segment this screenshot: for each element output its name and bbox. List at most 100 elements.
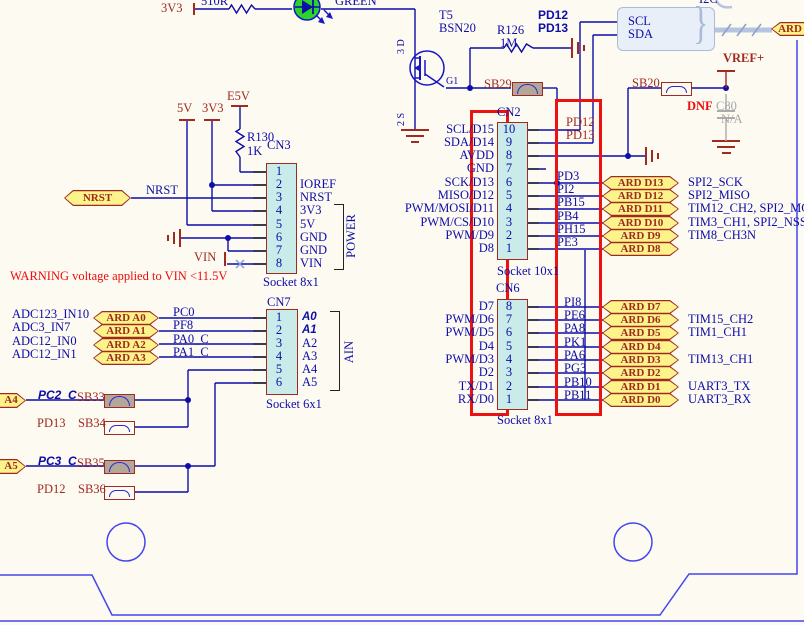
port-ard-d9[interactable]: ARD D9: [602, 229, 679, 243]
solder-bridge-sb34[interactable]: [104, 421, 135, 435]
net-label-pd12: PD12: [566, 115, 595, 129]
cn7-connector-body[interactable]: [266, 309, 298, 395]
cn2-pin-2: 2: [505, 228, 513, 242]
i2c-harness[interactable]: [617, 7, 715, 51]
mosfet-symbol[interactable]: [409, 50, 445, 88]
cn2-left-miso-d12: MISO/D12: [437, 188, 494, 202]
highlight-box-pin-column: [470, 110, 509, 416]
cn2-left-sda-d14: SDA/D14: [443, 135, 494, 149]
cn2-left-mosi-d11: PWM/MOSI/D11: [404, 201, 494, 215]
cn3-label-gnd1: GND: [300, 230, 328, 244]
cn2-pin-6: 6: [505, 175, 513, 189]
resistor-symbols[interactable]: [228, 3, 534, 158]
port-ard-d13[interactable]: ARD D13: [602, 176, 679, 190]
harness-sda-label: SDA: [628, 27, 654, 41]
net-pd13-sb: PD13: [37, 416, 66, 430]
transistor-ref: T5: [439, 8, 453, 22]
solder-bridge-sb29[interactable]: [512, 82, 543, 96]
cn3-socket-label: Socket 8x1: [263, 275, 319, 289]
cn7-pin-6: 6: [275, 375, 283, 389]
net-label-pd13: PD13: [566, 128, 595, 142]
port-ard-d8[interactable]: ARD D8: [602, 242, 679, 256]
fn-tim15-ch2: TIM15_CH2: [688, 312, 754, 326]
port-ard-d11[interactable]: ARD D11: [602, 202, 679, 216]
cn2-connector-body[interactable]: [497, 122, 528, 260]
rail-5v: 5V: [177, 101, 193, 115]
solder-bridge-sb33[interactable]: [104, 394, 135, 408]
cn2-pin-4: 4: [505, 201, 513, 215]
power-group-label: POWER: [344, 214, 358, 258]
port-ard-d10[interactable]: ARD D10: [602, 216, 679, 230]
cn2-pin-7: 7: [505, 161, 513, 175]
net-pd12-sb: PD12: [37, 482, 66, 496]
cn6-left-d6: PWM/D6: [445, 312, 494, 326]
port-ard-d7[interactable]: ARD D7: [602, 300, 679, 314]
port-ard-d3[interactable]: ARD D3: [602, 353, 679, 367]
cn2-left-sck-d13: SCK/D13: [444, 175, 494, 189]
cn6-connector-body[interactable]: [497, 299, 528, 410]
vin-warning-text: WARNING voltage applied to VIN <11.5V: [10, 269, 228, 283]
port-a5[interactable]: A5: [0, 459, 26, 474]
port-nrst-label: NRST: [82, 192, 113, 204]
port-ard-a3[interactable]: ARD A3: [93, 351, 159, 365]
fn-tim13-ch1: TIM13_CH1: [688, 352, 754, 366]
port-ard-i2c[interactable]: ARD I: [771, 22, 804, 36]
net-pa1c: PA1_C: [173, 345, 209, 359]
cn7-pin-2: 2: [275, 323, 283, 337]
cn3-label-vin: VIN: [300, 256, 323, 270]
cn6-left-d7: D7: [478, 299, 494, 313]
port-nrst[interactable]: NRST: [64, 190, 131, 206]
fn-spi2-sck: SPI2_SCK: [688, 175, 743, 189]
port-ard-d5[interactable]: ARD D5: [602, 326, 679, 340]
resistor-r130: [234, 128, 246, 158]
adc-name-3: ADC12_IN1: [12, 347, 77, 361]
port-a4[interactable]: A4: [0, 393, 26, 408]
port-ard-a1[interactable]: ARD A1: [93, 324, 159, 338]
port-ard-d1[interactable]: ARD D1: [602, 380, 679, 394]
solder-bridge-sb35[interactable]: [104, 460, 135, 474]
solder-bridge-sb36[interactable]: [104, 486, 135, 500]
net-pg3: PG3: [564, 361, 587, 375]
cn7-label-a4: A4: [302, 362, 318, 376]
cn2-pin-1: 1: [505, 241, 513, 255]
cn6-pin-7: 7: [505, 312, 513, 326]
power-group-bracket: [334, 204, 344, 270]
cn6-pin-5: 5: [505, 339, 513, 353]
cn2-pin-5: 5: [505, 188, 513, 202]
port-ard-d4[interactable]: ARD D4: [602, 340, 679, 354]
port-ard-d0[interactable]: ARD D0: [602, 393, 679, 407]
port-ard-d6[interactable]: ARD D6: [602, 313, 679, 327]
net-pd3: PD3: [557, 169, 580, 183]
cn3-connector-body[interactable]: [266, 163, 297, 274]
led-symbol[interactable]: [293, 0, 333, 24]
mosfet-drain-pin: 3 D: [396, 39, 407, 54]
cn6-pin-8: 8: [505, 299, 513, 313]
port-ard-d12[interactable]: ARD D12: [602, 189, 679, 203]
cn2-left-avdd: AVDD: [459, 148, 495, 162]
net-pa6: PA6: [564, 348, 586, 362]
port-ard-d2[interactable]: ARD D2: [602, 366, 679, 380]
i2c-header-label: I2C: [699, 0, 718, 6]
port-ard-a0[interactable]: ARD A0: [93, 311, 159, 325]
mosfet-gate-pin: G1: [446, 76, 459, 87]
sb34-label: SB34: [78, 416, 106, 430]
cn7-socket-label: Socket 6x1: [266, 397, 322, 411]
fn-spi2-miso: SPI2_MISO: [688, 188, 750, 202]
cn2-ref: CN2: [497, 105, 521, 119]
fn-tim12-ch2: TIM12_CH2, SPI2_MO: [688, 201, 804, 215]
fn-tim1-ch1: TIM1_CH1: [688, 325, 748, 339]
cn2-pin-10: 10: [502, 122, 516, 136]
cn6-left-d1: TX/D1: [458, 379, 494, 393]
dnf-capacitor-symbol[interactable]: [717, 94, 735, 141]
cn6-pin-4: 4: [505, 352, 513, 366]
solder-bridge-sb20[interactable]: [661, 82, 692, 96]
port-ard-a2[interactable]: ARD A2: [93, 338, 159, 352]
cn3-pin-2: 2: [275, 177, 283, 191]
cn7-pin-1: 1: [275, 310, 283, 324]
net-vref: VREF+: [723, 51, 765, 65]
net-label-pd13-top: PD13: [538, 21, 569, 35]
sb33-label: SB33: [77, 390, 105, 404]
net-pe3: PE3: [557, 235, 578, 249]
cn7-ref: CN7: [267, 295, 291, 309]
cn6-left-d3: PWM/D3: [445, 352, 494, 366]
